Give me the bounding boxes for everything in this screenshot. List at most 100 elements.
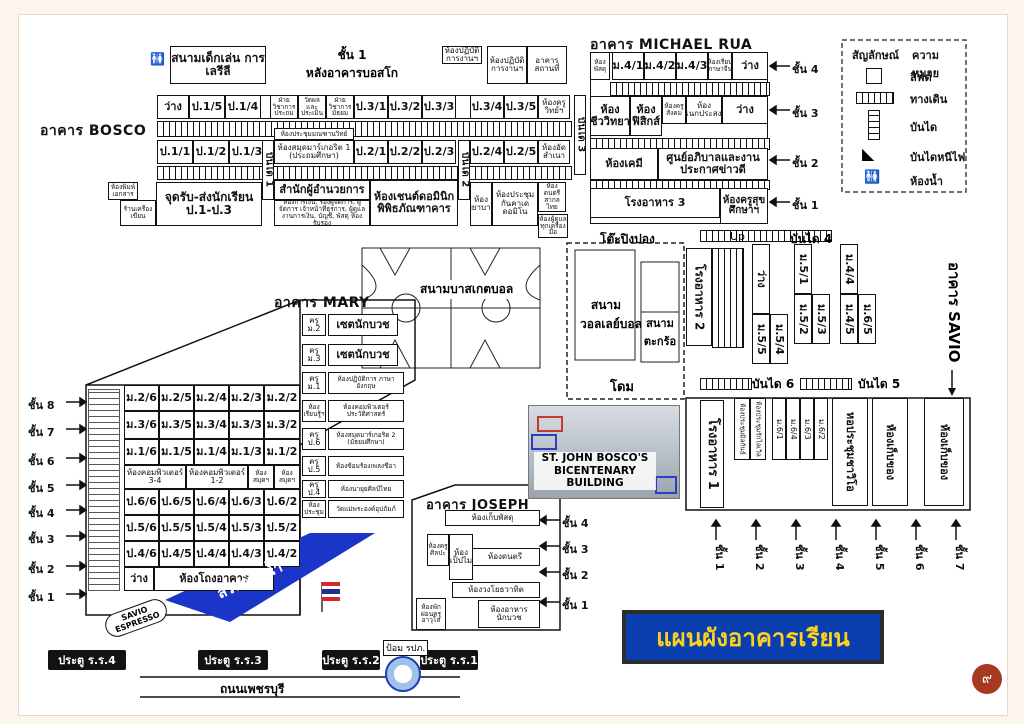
mary-r-2: ครู ม.3 <box>302 344 326 366</box>
pingpong-walkway <box>700 230 832 242</box>
mary-floor-2: ชั้น 2 <box>28 563 55 576</box>
bosco-3-3: ป.1/4 <box>225 95 261 119</box>
savio-l-1: ห้องประชุมมิลกันธ์ <box>734 398 750 460</box>
bosco-1-9: ห้องดนตรีสากลไทย <box>538 182 566 212</box>
joseph-floor-1: ชั้น 1 <box>562 599 589 612</box>
bosco-2-5: ห้องสมุดมาร์เกอริต 1 (ประถมศึกษา) <box>274 140 354 164</box>
mary-8-2: ม.2/5 <box>159 385 194 411</box>
mary-floor-4: ชั้น 4 <box>28 507 55 520</box>
legend-toilet: ห้องน้ำ <box>910 175 943 188</box>
rua-floor-2: ชั้น 2 <box>792 157 819 170</box>
mary-fire-stairs <box>88 389 120 591</box>
bosco-3-10: ป.3/4 <box>470 95 504 119</box>
savio-u-7: ม.4/4 <box>840 244 858 294</box>
bosco-2-1: ป.1/1 <box>157 140 193 164</box>
legend-lift: ลิฟต์ <box>910 71 932 84</box>
savio-hall-2: โรงอาหาร 2 <box>686 248 712 346</box>
bosco-2-2: ป.1/2 <box>193 140 229 164</box>
legend-stairs: บันได <box>910 121 938 134</box>
bosco-3-4: ฝ่ายวิชาการประถม <box>270 95 298 119</box>
mary-1-2: ห้องโถงอาคาร <box>154 567 274 591</box>
highlight-blue-2 <box>655 476 677 494</box>
mary-6-2: ม.1/5 <box>159 439 194 465</box>
bosco-2-3: ป.1/3 <box>229 140 265 164</box>
savio-floor-2: ชั้น 2 <box>753 544 766 571</box>
rua-floor-1: ชั้น 1 <box>792 199 819 212</box>
rua-3-2: ห้องฟิสิกส์ <box>630 96 662 136</box>
joseph-3a: ห้องครูศิลปะ <box>427 534 449 566</box>
mary-2-5: ป.4/2 <box>264 541 300 567</box>
legend: สัญลักษณ์ ความหมาย ลิฟต์ ทางเดิน บันได ◣… <box>848 44 966 194</box>
joseph-4: ห้องเก็บพัสดุ <box>445 510 540 526</box>
mary-rl-7: ห้องนายุยศิลป์ไทย <box>328 480 404 498</box>
bosco-stair-3: บันได 3 <box>574 95 586 175</box>
mary-3-4: ป.5/3 <box>229 515 264 541</box>
mary-7-2: ม.3/5 <box>159 411 194 439</box>
mary-rl-1: เซตนักบวช <box>328 314 398 336</box>
toilet-icon: 🚻 <box>864 170 881 185</box>
rua-4-2: ม.4/1 <box>612 52 644 80</box>
joseph-title: อาคาร JOSEPH <box>426 498 530 513</box>
mary-right-face: ครู ม.2 เซตนักบวช ครู ม.3 เซตนักบวช ครู … <box>302 300 414 520</box>
rua-4-5: ห้องเรียนภาษาจีน <box>708 52 732 80</box>
pingpong-label: โต๊ะปิงปอง <box>600 232 655 246</box>
mary-r-7: ครู ป.4 <box>302 480 326 498</box>
savio-floor-5: ชั้น 5 <box>873 544 886 571</box>
mary-4-5: ป.6/2 <box>264 489 300 515</box>
joseph-0a: ห้องพักผ่อนครูอาวุโส <box>416 598 446 630</box>
mary-6-3: ม.1/4 <box>194 439 229 465</box>
legend-title-b: ความหมาย <box>912 49 940 80</box>
bosco-3-5: ห้องงานวัดผลและประเมินผล <box>298 95 326 119</box>
mary-r-6: ครู ป.5 <box>302 456 326 476</box>
savio-u-1: ว่าง <box>752 244 770 314</box>
mary-8-1: ม.2/6 <box>124 385 159 411</box>
mary-7-1: ม.3/6 <box>124 411 159 439</box>
building-station: อาคารสถานที่ <box>527 46 567 84</box>
bosco-3-1: ว่าง <box>157 95 189 119</box>
bosco-2-8: ป.2/3 <box>422 140 456 164</box>
savio-u-2: ม.5/5 <box>752 314 770 364</box>
bosco-2-4: ห้องประชุมมณฑานวิทย์ <box>274 128 354 140</box>
bosco-1-6: ห้องเชนต์ดอมินิก พิพิธภัณฑาคาร <box>370 180 458 226</box>
stairs-icon <box>868 110 880 140</box>
joseph-floor-4: ชั้น 4 <box>562 517 589 530</box>
lift-icon <box>866 68 882 84</box>
rua-floor-3: ชั้น 3 <box>792 107 819 120</box>
bosco-3-11: ป.3/5 <box>504 95 538 119</box>
mary-r-8: ห้องประชุม <box>302 500 326 518</box>
toilet-icon: 🚻 <box>150 52 165 66</box>
bicentenary-label: ST. JOHN BOSCO'S BICENTENARY BUILDING <box>534 452 656 490</box>
mary-4-3: ป.6/4 <box>194 489 229 515</box>
bosco-3-8: ป.3/2 <box>388 95 422 119</box>
mary-floor-5: ชั้น 5 <box>28 482 55 495</box>
savio-floor-7: ชั้น 7 <box>953 544 966 571</box>
joseph-2a: ห้องเป็ปไม <box>449 534 473 580</box>
mary-rl-6: ห้องซ้อมร้องเพลงชีอา <box>328 456 404 476</box>
bosco-walkway-3 <box>157 121 572 137</box>
bosco-title: อาคาร BOSCO <box>40 123 147 139</box>
rua-1-2: ห้องครูสุขศึกษาฯ <box>720 188 768 224</box>
savio-walkway-upper <box>712 248 744 348</box>
takraw-court-label: สนามตะกร้อ <box>643 317 677 348</box>
floor1-note-a: ชั้น 1 <box>337 48 367 62</box>
bosco-stair-1: บันได 1 <box>262 140 274 200</box>
savio-walk-5 <box>800 378 852 390</box>
savio-stair-5: บันได 5 <box>858 377 901 391</box>
savio-floor-6: ชั้น 6 <box>913 544 926 571</box>
joseph-0b: ห้องอาหารนักบวช <box>478 600 540 628</box>
bosco-3-6: ฝ่ายวิชาการมัธยม <box>326 95 354 119</box>
mary-2-2: ป.4/5 <box>159 541 194 567</box>
rua-4-1: ห้องพัสดุ <box>590 52 610 80</box>
rua-4-3: ม.4/2 <box>644 52 676 80</box>
savio-up-4: Up <box>730 230 746 243</box>
school-logo-icon <box>385 656 421 692</box>
mary-2-3: ป.4/4 <box>194 541 229 567</box>
mary-7-4: ม.3/3 <box>229 411 264 439</box>
practice-room-b: ห้องปฏิบัติการงานฯ <box>487 46 527 84</box>
mary-rl-8: วัดแม่พระองค์อุปถัมภ์ <box>328 500 404 518</box>
rua-title: อาคาร MICHAEL RUA <box>590 37 753 53</box>
guard-post: ป้อม รปภ. <box>383 640 429 656</box>
savio-u-5: ม.5/2 <box>794 294 812 344</box>
mary-5-1: ห้องคอมพิวเตอร์ 3-4 <box>124 465 186 489</box>
savio-u-9: ม.6/5 <box>858 294 876 344</box>
